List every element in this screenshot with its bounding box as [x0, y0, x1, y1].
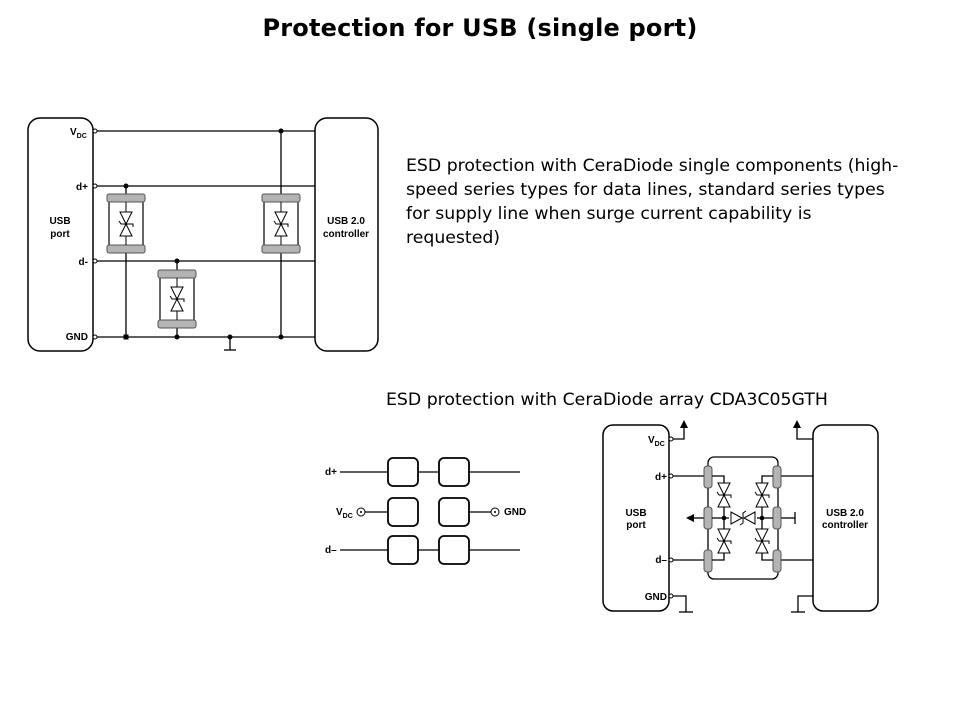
- pin-gnd-label: GND: [66, 332, 88, 343]
- usb-port-label-1: USB: [49, 216, 70, 227]
- footprint-vdc-label: VDC: [336, 507, 353, 520]
- array-pads: [703, 465, 782, 573]
- footprint-pad: [387, 497, 419, 527]
- tvs-diode-icon: [169, 284, 185, 314]
- usb-controller-label-1: USB 2.0: [327, 216, 365, 227]
- tvs-diode-icon: [118, 209, 134, 239]
- single-component-circuit: USB port USB 2.0 controller VDC d+ d- GN…: [27, 117, 379, 352]
- usb-controller-label-2: controller: [323, 229, 369, 240]
- single-components-description: ESD protection with CeraDiode single com…: [406, 156, 899, 248]
- pin-dminus-terminal: [92, 258, 98, 264]
- junction-dot: [174, 258, 180, 264]
- array-controller-label-2: controller: [822, 520, 868, 531]
- junction-dot: [227, 334, 233, 340]
- pin-dminus-label: d-: [79, 257, 88, 268]
- junction-dot: [174, 334, 180, 340]
- array-pin-gnd-label: GND: [645, 592, 667, 603]
- usb-port-block: [27, 117, 94, 352]
- array-pin-dplus-label: d+: [655, 472, 667, 483]
- footprint-pad: [438, 497, 470, 527]
- output-arrow-icon: [686, 514, 694, 522]
- ceradiode-component-vdc: [261, 193, 301, 254]
- footprint-pad: [387, 457, 419, 487]
- array-controller-label-1: USB 2.0: [826, 508, 864, 519]
- pin-dplus-terminal: [92, 183, 98, 189]
- vdc-arrow-icon: [680, 420, 688, 428]
- footprint-pad: [438, 535, 470, 565]
- pin-vdc-label: VDC: [70, 127, 87, 140]
- junction-dot: [123, 183, 129, 189]
- array-usb-port-label-1: USB: [625, 508, 646, 519]
- array-pin-dminus-label: d–: [655, 555, 667, 566]
- pin-gnd-terminal: [92, 334, 98, 340]
- pin-dplus-label: d+: [76, 182, 88, 193]
- ceradiode-component-dplus: [106, 193, 146, 254]
- usb-controller-block: [314, 117, 379, 352]
- pin-vdc-terminal: [92, 128, 98, 134]
- footprint-dminus-label: d–: [325, 545, 337, 556]
- slide-title: Protection for USB (single port): [262, 14, 698, 42]
- tvs-diode-icon: [716, 526, 732, 556]
- ceradiode-component-dminus: [157, 269, 197, 329]
- array-footprint-diagram: d+ d– VDC GND: [325, 457, 526, 565]
- tvs-diode-icon: [754, 480, 770, 510]
- footprint-pad: [438, 457, 470, 487]
- array-pin-vdc-label: VDC: [648, 435, 665, 448]
- footprint-pad: [387, 535, 419, 565]
- tvs-diode-horizontal-icon: [729, 510, 757, 526]
- array-usb-port-label-2: port: [626, 520, 646, 531]
- tvs-diode-icon: [273, 209, 289, 239]
- array-usb-controller-block: [812, 424, 879, 612]
- junction-dot: [123, 334, 129, 340]
- footprint-dplus-label: d+: [325, 467, 337, 478]
- junction-dot: [278, 334, 284, 340]
- array-circuit: USB port USB 2.0 controller VDC d+ d– GN…: [602, 420, 879, 613]
- junction-dot: [278, 128, 284, 134]
- tvs-diode-icon: [716, 480, 732, 510]
- vdc-arrow-icon: [793, 420, 801, 428]
- usb-port-label-2: port: [50, 229, 70, 240]
- array-description: ESD protection with CeraDiode array CDA3…: [386, 390, 828, 410]
- tvs-diode-icon: [754, 526, 770, 556]
- footprint-gnd-label: GND: [504, 507, 526, 518]
- array-usb-port-block: [602, 424, 670, 612]
